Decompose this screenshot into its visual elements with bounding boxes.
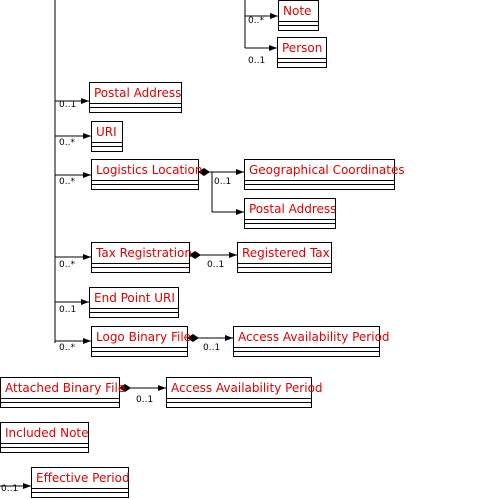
class-name: Postal Address: [249, 202, 336, 216]
class-box-effective-period: Effective Period: [31, 467, 130, 498]
multiplicity-label: 0..1: [59, 305, 76, 315]
class-box-logo-binary-file: Logo Binary File: [91, 326, 191, 357]
arrowhead: [83, 338, 91, 344]
class-name: End Point URI: [94, 291, 175, 305]
class-name: Access Availability Period: [171, 381, 323, 395]
multiplicity-label: 0..1: [1, 484, 18, 494]
composition-diamond: [187, 334, 199, 342]
composition-diamond: [198, 168, 210, 176]
arrowhead: [81, 98, 89, 104]
class-name: Effective Period: [36, 471, 130, 485]
multiplicity-label: 0..1: [248, 56, 265, 66]
multiplicity-label: 0..1: [214, 177, 231, 187]
class-name: Postal Address: [94, 86, 181, 100]
arrowhead: [236, 169, 244, 175]
arrowhead: [236, 209, 244, 215]
class-name: Geographical Coordinates: [249, 163, 405, 177]
class-name: Logistics Location: [96, 163, 202, 177]
multiplicity-label: 0..*: [59, 177, 75, 187]
multiplicity-label: 0..*: [59, 343, 75, 353]
class-name: Tax Registration: [95, 246, 192, 260]
class-box-access-period-2: Access Availability Period: [166, 377, 323, 408]
class-name: Note: [283, 4, 311, 18]
class-name: Included Note: [5, 426, 89, 440]
composition-diamond: [189, 251, 201, 259]
arrowhead: [83, 254, 91, 260]
class-name: Logo Binary File: [96, 330, 191, 344]
arrowhead: [229, 252, 237, 258]
class-box-attached-binary-file: Attached Binary File: [0, 377, 125, 408]
class-name: Attached Binary File: [5, 381, 125, 395]
multiplicity-label: 0..*: [59, 260, 75, 270]
arrowhead: [269, 45, 277, 51]
class-box-tax-registration: Tax Registration: [91, 242, 192, 273]
multiplicity-label: 0..1: [207, 260, 224, 270]
arrowhead: [225, 335, 233, 341]
arrowhead: [270, 13, 278, 19]
class-box-end-point-uri: End Point URI: [89, 287, 179, 318]
class-box-access-period-1: Access Availability Period: [233, 326, 390, 357]
class-box-note: Note: [278, 0, 319, 31]
multiplicity-label: 0..*: [248, 16, 264, 26]
class-name: Registered Tax: [242, 246, 330, 260]
class-name: Access Availability Period: [238, 330, 390, 344]
arrowhead: [81, 299, 89, 305]
arrowhead: [158, 385, 166, 391]
arrowhead: [83, 172, 91, 178]
class-name: URI: [96, 125, 117, 139]
multiplicity-label: 0..1: [136, 395, 153, 405]
multiplicity-label: 0..1: [203, 343, 220, 353]
arrowhead: [23, 483, 31, 489]
arrowhead: [83, 133, 91, 139]
class-box-person: Person: [277, 37, 327, 68]
multiplicity-label: 0..1: [59, 100, 76, 110]
class-box-included-note: Included Note: [0, 422, 89, 453]
class-box-postal-address-2: Postal Address: [244, 198, 336, 229]
composition-diamond: [119, 384, 131, 392]
class-box-postal-address-1: Postal Address: [89, 82, 182, 113]
class-box-registered-tax: Registered Tax: [237, 242, 332, 273]
multiplicity-label: 0..*: [59, 138, 75, 148]
class-box-uri: URI: [91, 121, 123, 152]
class-box-geo-coordinates: Geographical Coordinates: [244, 159, 405, 190]
class-box-logistics-location: Logistics Location: [91, 159, 202, 190]
class-name: Person: [282, 41, 322, 55]
